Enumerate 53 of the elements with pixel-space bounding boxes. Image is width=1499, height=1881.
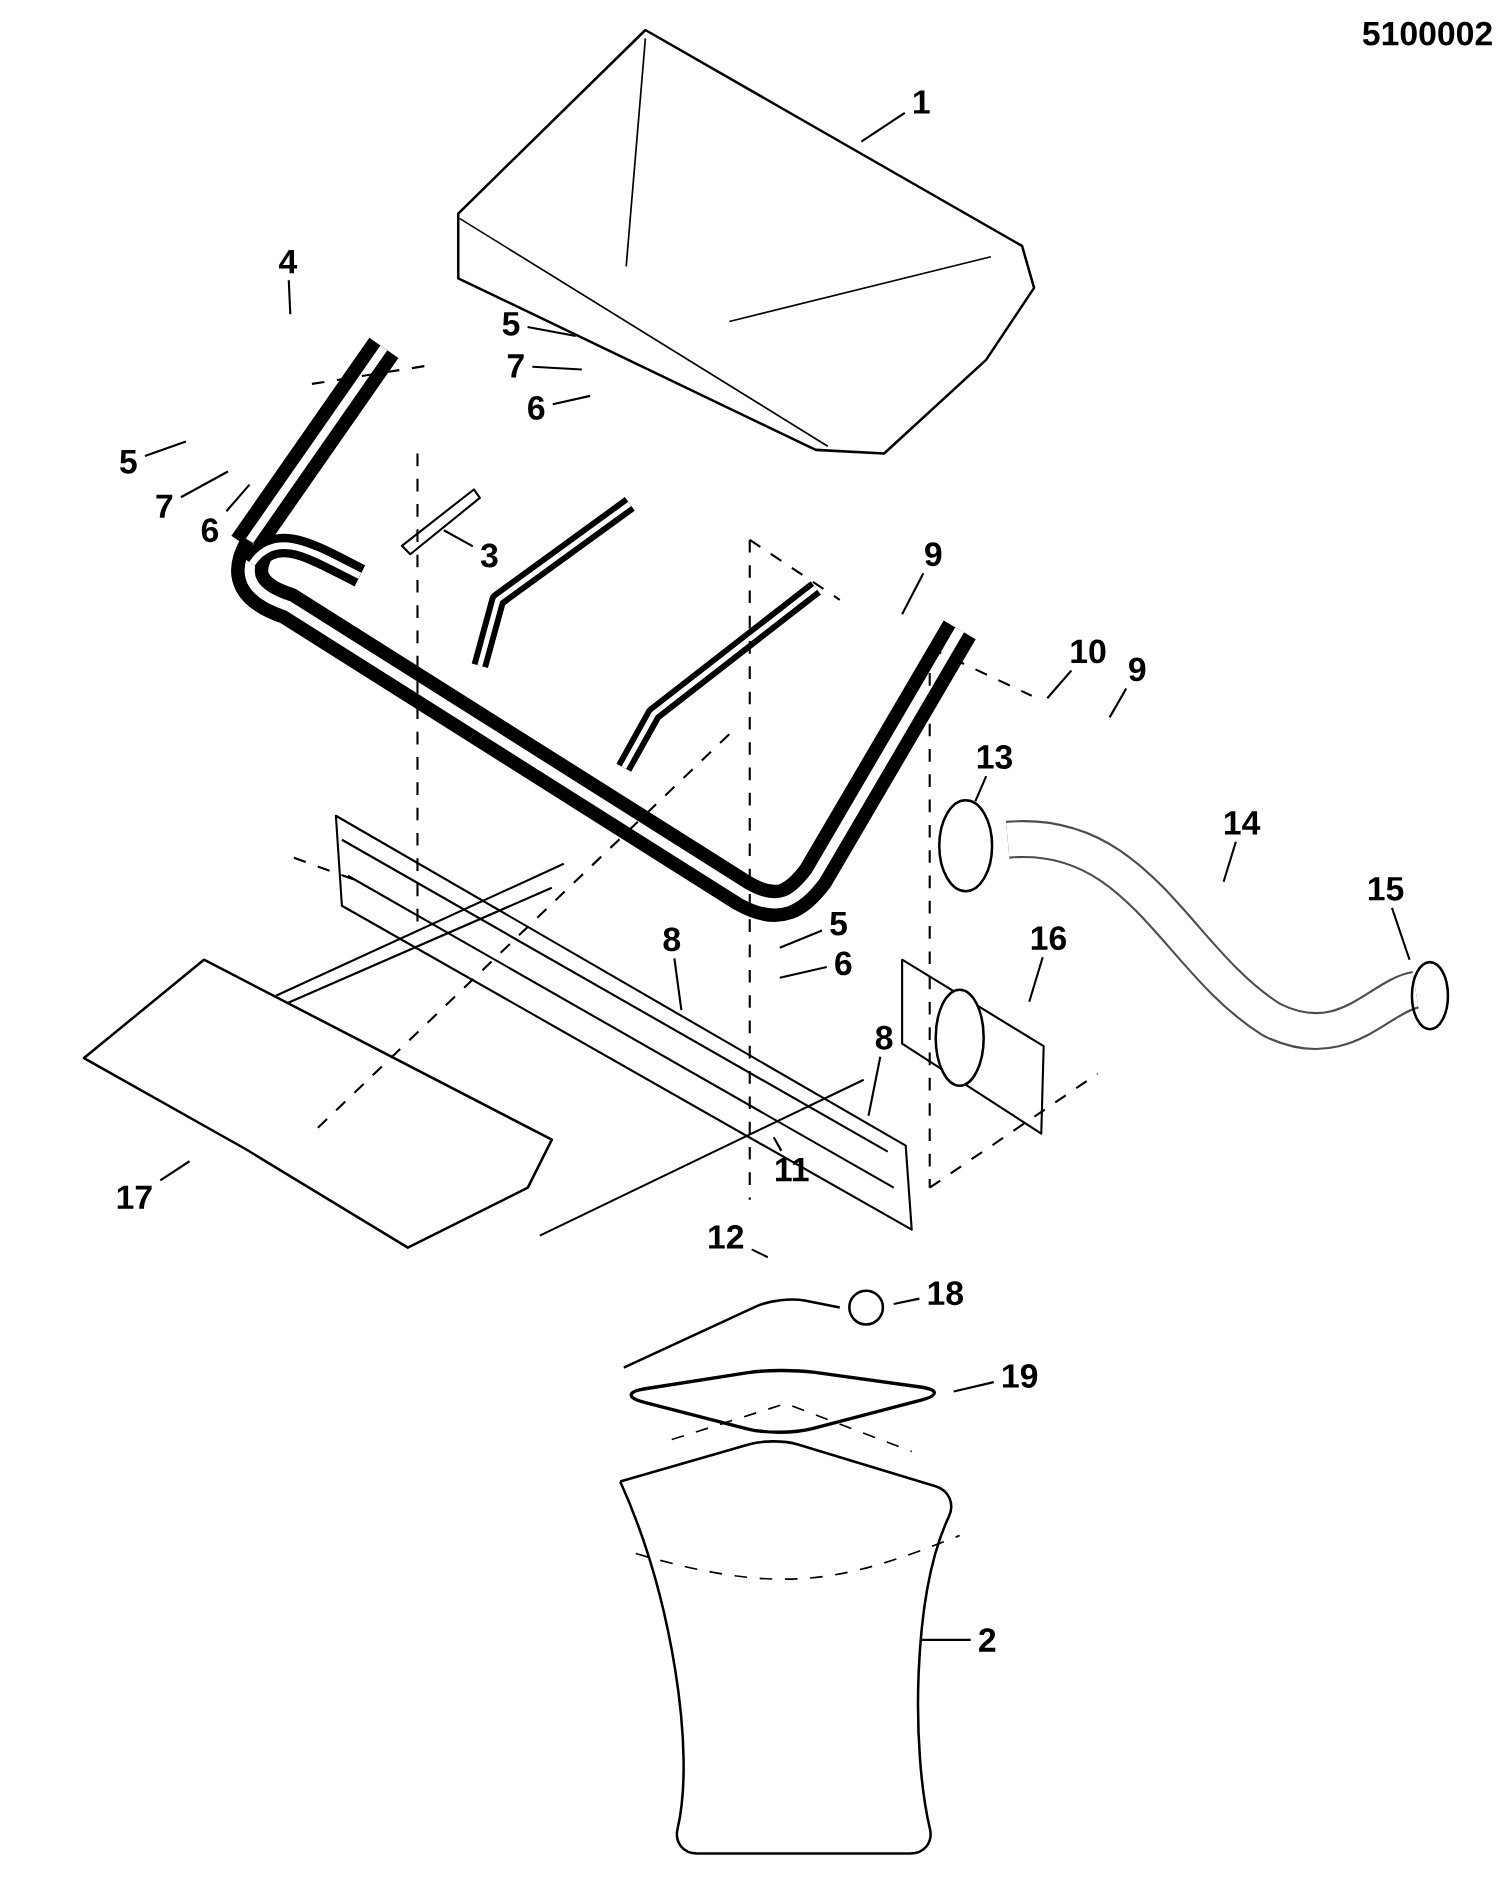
callout-number: 2 xyxy=(978,1628,996,1652)
callout-number: 4 xyxy=(278,249,297,274)
leader-line xyxy=(287,280,292,315)
leader-line xyxy=(867,1056,882,1116)
callout-number: 19 xyxy=(1002,1364,1037,1388)
callout-number: 5 xyxy=(830,911,847,936)
callout-number: 15 xyxy=(1368,877,1404,901)
callout-number: 17 xyxy=(117,1185,152,1209)
leader-line xyxy=(552,394,591,406)
callout-number: 12 xyxy=(708,1225,743,1249)
callout-number: 18 xyxy=(928,1281,963,1306)
leader-line xyxy=(779,966,827,979)
leader-line xyxy=(159,1160,190,1182)
leader-line xyxy=(443,529,474,548)
leader-line xyxy=(1028,956,1044,1002)
callout-number: 8 xyxy=(875,1025,893,1050)
callout-number: 11 xyxy=(775,1158,809,1182)
leader-line xyxy=(772,1136,782,1152)
callout-number: 3 xyxy=(480,543,498,568)
leader-line xyxy=(779,929,823,949)
leader-line xyxy=(673,958,683,1011)
leader-line xyxy=(1222,841,1237,883)
leader-line xyxy=(1046,669,1072,699)
leader-line xyxy=(527,325,576,337)
callout-number: 9 xyxy=(1128,657,1146,682)
callout-number: 8 xyxy=(663,927,680,952)
leader-line xyxy=(893,1297,920,1306)
leader-line xyxy=(751,1248,768,1259)
callout-number: 1 xyxy=(913,90,930,114)
leader-line xyxy=(1390,907,1411,961)
leader-line xyxy=(225,483,251,512)
callout-number: 6 xyxy=(201,518,218,543)
callout-number: 9 xyxy=(924,542,942,567)
drawing-number: 5100002 xyxy=(1362,21,1492,46)
leader-line xyxy=(532,365,582,371)
callout-number: 10 xyxy=(1071,639,1106,664)
leader-line xyxy=(860,112,906,143)
callout-number: 7 xyxy=(156,494,172,518)
callout-number: 13 xyxy=(977,745,1012,769)
leader-line xyxy=(974,775,987,802)
callout-number: 6 xyxy=(834,951,852,976)
leader-line xyxy=(144,440,187,457)
leader-line xyxy=(900,572,925,615)
callout-number: 5 xyxy=(502,312,520,336)
callout-number: 14 xyxy=(1224,811,1260,835)
callout-number: 6 xyxy=(527,395,545,420)
leader-line xyxy=(953,1381,994,1393)
leader-line xyxy=(1108,688,1127,718)
leader-line xyxy=(180,470,229,499)
callout-number: 5 xyxy=(119,450,137,474)
callout-number: 16 xyxy=(1031,926,1066,951)
leader-line xyxy=(921,1638,971,1641)
callout-number: 7 xyxy=(507,354,524,378)
